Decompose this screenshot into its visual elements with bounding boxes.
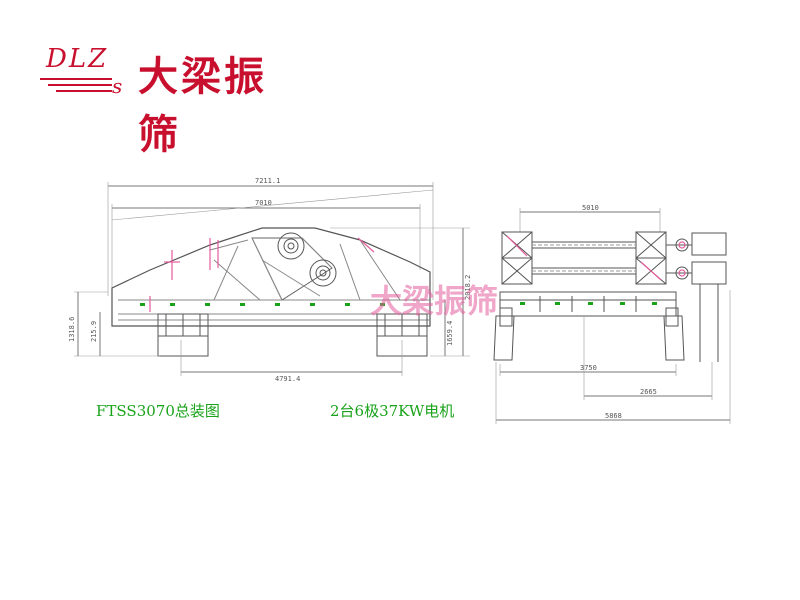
logo-underline bbox=[40, 78, 112, 80]
end-support bbox=[663, 315, 685, 361]
pink-markers bbox=[149, 237, 375, 312]
green-markers bbox=[520, 302, 657, 305]
dim-top-width: 5010 bbox=[582, 204, 599, 212]
dim-small-height: 215.9 bbox=[90, 321, 98, 342]
motor-icon bbox=[691, 232, 727, 256]
logo-underline bbox=[56, 90, 112, 92]
caption-model: FTSS3070总装图 bbox=[96, 402, 220, 420]
end-elevation-view bbox=[493, 208, 731, 424]
motor-icon bbox=[691, 261, 727, 285]
side-panel bbox=[251, 237, 333, 301]
green-markers bbox=[140, 303, 385, 306]
dim-base-width: 3750 bbox=[580, 364, 597, 372]
dim-motor-offset: 2665 bbox=[640, 388, 657, 396]
logo-mark-text: DLZ bbox=[46, 44, 109, 74]
dim-left-height: 1318.6 bbox=[68, 317, 76, 342]
watermark-text: 大梁振筛 bbox=[370, 282, 498, 320]
caption-motors: 2台6极37KW电机 bbox=[330, 402, 455, 420]
dim-right-height-b: 2018.2 bbox=[464, 275, 472, 300]
dim-right-height-a: 1659.4 bbox=[446, 321, 454, 346]
dim-overall-length: 7211.1 bbox=[255, 177, 280, 185]
exciter-icon bbox=[309, 259, 337, 287]
brand-name: 大梁振筛 bbox=[138, 54, 267, 158]
dim-total-width: 5868 bbox=[605, 412, 622, 420]
dim-support-span: 4791.4 bbox=[275, 375, 300, 383]
pink-markers bbox=[506, 235, 686, 281]
engineering-drawing: 7211.1 7010 4791.4 1318.6 215.9 1659.4 2… bbox=[68, 177, 731, 424]
company-logo: DLZ s 大梁振筛 bbox=[38, 40, 308, 158]
logo-mark-sub: s bbox=[112, 74, 123, 98]
exciter-icon bbox=[277, 232, 305, 260]
dim-frame-length: 7010 bbox=[255, 199, 272, 207]
screen-box bbox=[499, 291, 677, 317]
end-support bbox=[493, 315, 515, 361]
base-block bbox=[157, 335, 209, 357]
logo-mark: DLZ s bbox=[38, 40, 128, 102]
side-elevation-view bbox=[74, 182, 470, 376]
logo-underline bbox=[48, 84, 112, 86]
